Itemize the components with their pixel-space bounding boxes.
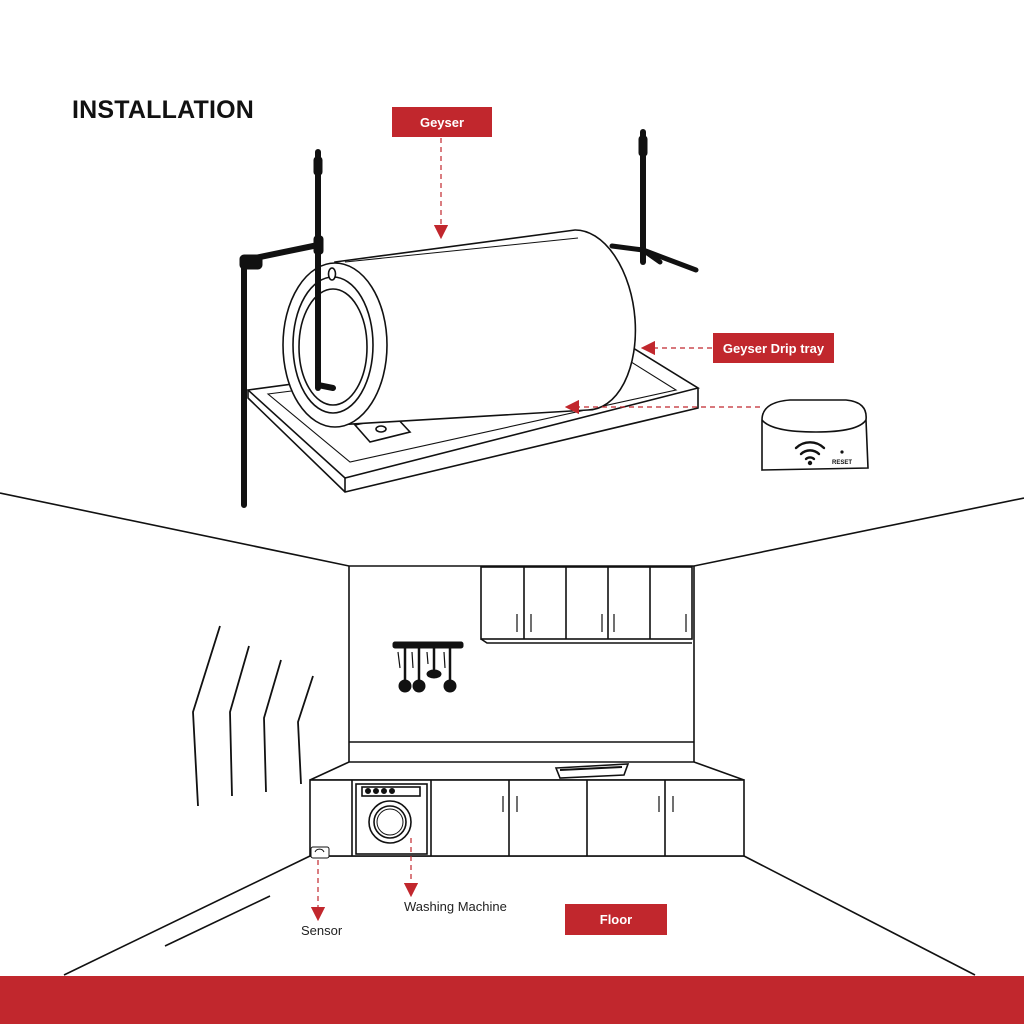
utensil-rack <box>392 641 464 693</box>
page-title: INSTALLATION <box>72 96 255 124</box>
leader-lines-top <box>433 138 760 415</box>
leader-lines-bottom <box>310 838 419 922</box>
window-louvres <box>192 625 314 807</box>
floor-label: Floor <box>565 904 667 935</box>
geyser-tank <box>282 229 637 428</box>
washing-machine-label: Washing Machine <box>404 899 507 914</box>
sensor-label: Sensor <box>301 923 343 938</box>
reset-button-dot <box>840 450 844 454</box>
floor-sensor-device <box>310 846 330 859</box>
wall-cabinets <box>480 566 693 644</box>
geyser-label: Geyser <box>392 107 492 137</box>
reset-label: RESET <box>832 460 852 466</box>
floor-lines <box>164 895 271 947</box>
room-perspective <box>0 492 1024 976</box>
washing-machine <box>355 783 428 855</box>
mounting-poles <box>239 129 699 508</box>
bottom-accent-band <box>0 976 1024 1024</box>
drip-tray-label: Geyser Drip tray <box>713 333 834 363</box>
wifi-icon <box>794 441 826 466</box>
